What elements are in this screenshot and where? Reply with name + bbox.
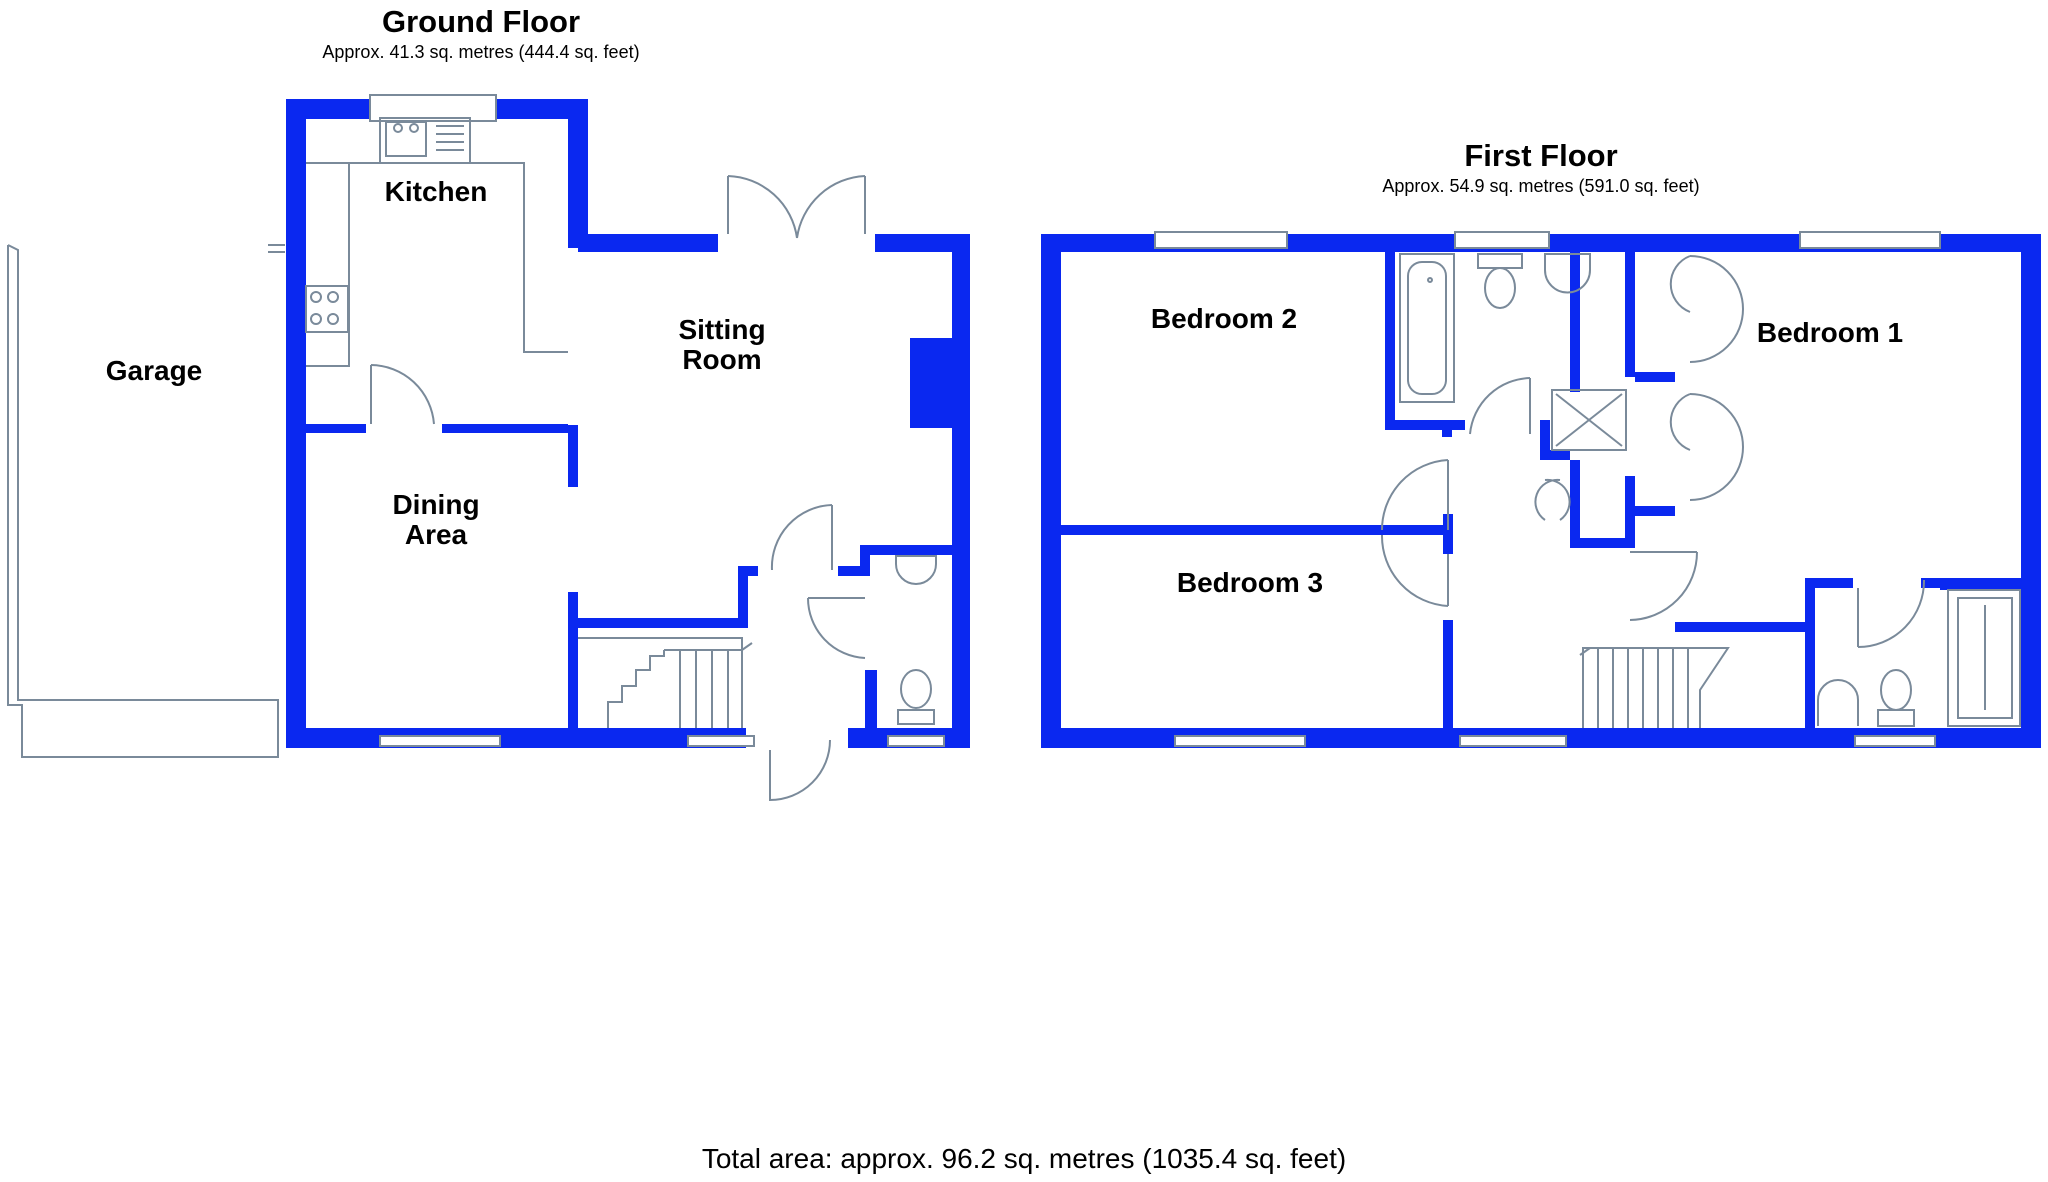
room-label-dining-line1: Dining: [392, 489, 480, 520]
total-area-caption: Total area: approx. 96.2 sq. metres (103…: [701, 1143, 1347, 1174]
ground-floor-plan: [7, 94, 970, 802]
ground-floor-area: Approx. 41.3 sq. metres (444.4 sq. feet): [322, 42, 640, 62]
room-label-bedroom-1: Bedroom 1: [1756, 317, 1904, 348]
room-label-sitting-line2: Room: [682, 344, 762, 375]
room-label-dining-area: Dining Area: [356, 490, 516, 550]
first-floor-title: First Floor: [1464, 138, 1618, 173]
ground-floor-title: Ground Floor: [381, 4, 581, 39]
ground-doors-stairs: [578, 175, 937, 802]
kitchen-fittings: [305, 117, 568, 425]
room-label-sitting-line1: Sitting: [678, 314, 766, 345]
room-label-sitting-room: Sitting Room: [642, 315, 802, 375]
room-label-bedroom-2: Bedroom 2: [1150, 303, 1298, 334]
room-label-garage: Garage: [105, 355, 203, 386]
ground-windows: [369, 94, 945, 747]
garage-outline: [7, 244, 285, 758]
room-label-kitchen: Kitchen: [384, 176, 488, 207]
first-floor-area: Approx. 54.9 sq. metres (591.0 sq. feet): [1382, 176, 1700, 196]
first-fittings: [1380, 253, 2021, 728]
first-floor-plan: [1041, 231, 2041, 748]
room-label-bedroom-3: Bedroom 3: [1176, 567, 1324, 598]
room-label-dining-line2: Area: [404, 519, 468, 550]
first-windows: [1154, 231, 1941, 747]
